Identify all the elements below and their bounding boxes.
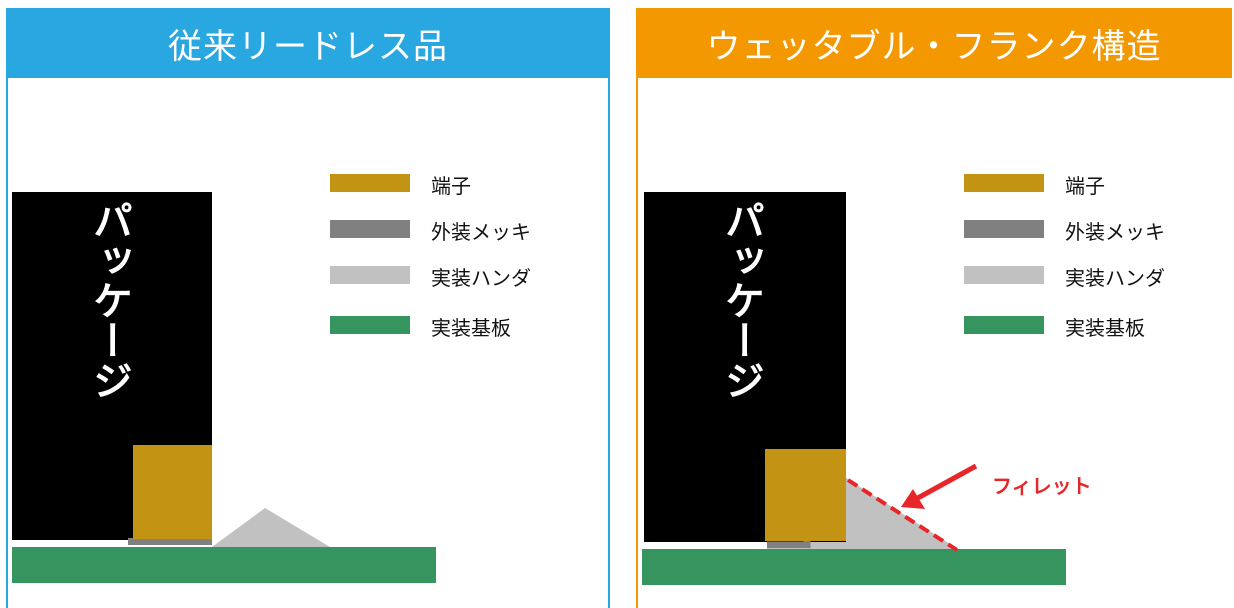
legend-label: 外装メッキ xyxy=(1065,220,1165,244)
legend-label: 実装ハンダ xyxy=(431,266,531,290)
mounting-board xyxy=(12,547,436,583)
swatch-terminal xyxy=(964,174,1044,192)
plating-layer xyxy=(128,538,212,545)
legend-label: 実装基板 xyxy=(1065,316,1145,340)
legend-label: 端子 xyxy=(431,174,471,198)
terminal xyxy=(765,449,846,541)
swatch-board xyxy=(964,316,1044,334)
callout-arrowhead xyxy=(901,489,925,509)
legend-label: 外装メッキ xyxy=(431,220,531,244)
swatch-solder xyxy=(330,266,410,284)
fillet-dashed-line xyxy=(846,478,959,552)
legend-label: 実装基板 xyxy=(431,316,511,340)
solder-fillet xyxy=(810,478,958,549)
solder-fillet xyxy=(212,508,330,547)
package-label: パッケージ xyxy=(718,200,764,400)
swatch-plating xyxy=(964,220,1044,238)
legend-label: 端子 xyxy=(1065,174,1105,198)
mounting-board xyxy=(642,549,1066,585)
conventional-leadless-panel: 従来リードレス品 xyxy=(6,8,610,608)
terminal xyxy=(133,445,212,539)
package-label: パッケージ xyxy=(86,200,132,400)
swatch-terminal xyxy=(330,174,410,192)
fillet-callout-label: フィレット xyxy=(992,474,1092,498)
swatch-plating xyxy=(330,220,410,238)
swatch-solder xyxy=(964,266,1044,284)
legend-label: 実装ハンダ xyxy=(1065,266,1165,290)
swatch-board xyxy=(330,316,410,334)
wettable-flank-panel: ウェッタブル・フランク構造 xyxy=(636,8,1232,608)
panel-title: ウェッタブル・フランク構造 xyxy=(636,8,1232,78)
panel-title: 従来リードレス品 xyxy=(6,8,610,78)
callout-arrow-shaft xyxy=(914,463,978,502)
